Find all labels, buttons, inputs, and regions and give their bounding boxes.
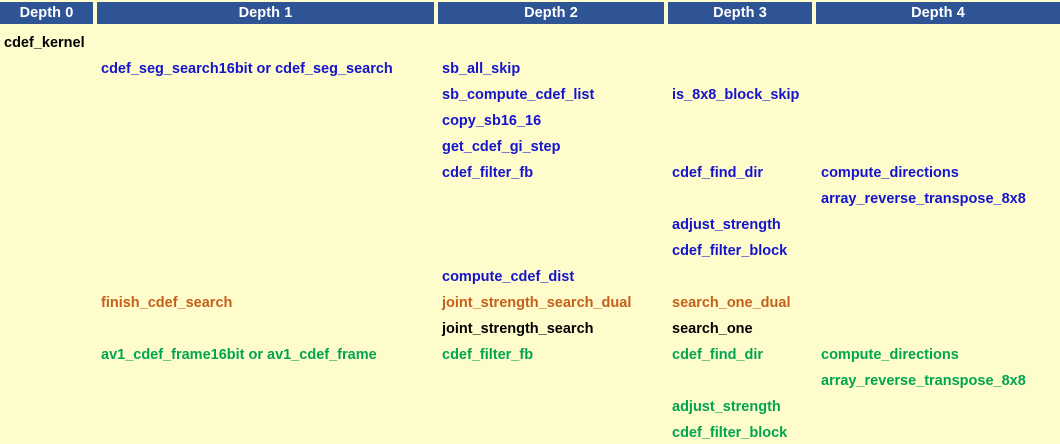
function-label: cdef_filter_block	[672, 425, 788, 441]
function-label: cdef_filter_fb	[442, 165, 534, 181]
function-label: cdef_kernel	[4, 35, 85, 51]
function-label: av1_cdef_frame16bit or av1_cdef_frame	[101, 347, 377, 363]
column-header-depth-3: Depth 3	[668, 2, 812, 24]
function-label: adjust_strength	[672, 217, 781, 233]
function-label: search_one_dual	[672, 295, 791, 311]
function-label: get_cdef_gi_step	[442, 139, 561, 155]
function-label: joint_strength_search_dual	[442, 295, 632, 311]
function-label: compute_cdef_dist	[442, 269, 575, 285]
function-label: cdef_seg_search16bit or cdef_seg_search	[101, 61, 393, 77]
function-label: search_one	[672, 321, 753, 337]
function-label: cdef_find_dir	[672, 347, 764, 363]
function-label: copy_sb16_16	[442, 113, 542, 129]
table-body: cdef_kernel cdef_seg_search16bit or cdef_…	[0, 26, 1060, 444]
function-label: sb_all_skip	[442, 61, 521, 77]
function-label: compute_directions	[821, 165, 959, 181]
function-label: array_reverse_transpose_8x8	[821, 191, 1026, 207]
function-label: compute_directions	[821, 347, 959, 363]
function-label: joint_strength_search	[442, 321, 594, 337]
function-label: cdef_filter_fb	[442, 347, 534, 363]
function-label: finish_cdef_search	[101, 295, 233, 311]
function-label: cdef_filter_block	[672, 243, 788, 259]
column-header-depth-0: Depth 0	[0, 2, 93, 24]
function-label: adjust_strength	[672, 399, 781, 415]
function-label: is_8x8_block_skip	[672, 87, 800, 103]
function-label: cdef_find_dir	[672, 165, 764, 181]
function-label: array_reverse_transpose_8x8	[821, 373, 1026, 389]
column-header-depth-1: Depth 1	[97, 2, 434, 24]
column-header-depth-2: Depth 2	[438, 2, 664, 24]
function-label: sb_compute_cdef_list	[442, 87, 595, 103]
column-header-depth-4: Depth 4	[816, 2, 1060, 24]
